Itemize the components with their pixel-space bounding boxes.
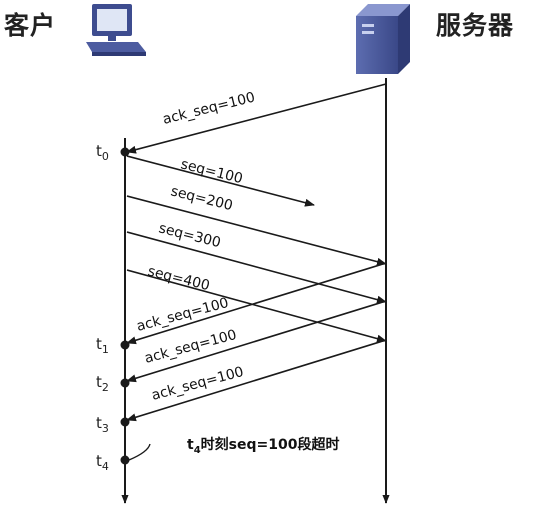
time-label: t2 [96, 373, 109, 394]
message-arrow [126, 195, 387, 266]
message-labels: ack_seq=100seq=100seq=200seq=300seq=400a… [135, 89, 257, 403]
server-icon [356, 4, 410, 74]
time-label: t3 [96, 414, 109, 435]
time-label: t0 [96, 142, 109, 163]
time-dot [120, 147, 130, 157]
time-dot [120, 378, 130, 388]
time-dot [120, 417, 130, 427]
message-arrow [126, 83, 387, 154]
time-dot [120, 340, 130, 350]
message-arrow [126, 300, 387, 383]
time-dot [120, 455, 130, 465]
message-arrow [126, 155, 315, 207]
time-label: t1 [96, 335, 109, 356]
time-marks: t0 t1 t2 t3 t4 [96, 142, 130, 473]
message-arrow [126, 262, 387, 345]
message-label: seq=300 [157, 220, 222, 251]
timeout-note-label: t4时刻seq=100段超时 [187, 436, 339, 456]
message-arrow [126, 339, 387, 422]
message-arrows [126, 83, 387, 422]
server-title: 服务器 [436, 11, 515, 40]
computer-icon [86, 4, 146, 56]
message-label: seq=400 [146, 263, 211, 294]
message-arrow [126, 231, 387, 304]
time-label: t4 [96, 452, 109, 473]
timeout-note: t4时刻seq=100段超时 [128, 436, 339, 461]
message-label: seq=100 [179, 156, 244, 187]
message-arrow [126, 269, 387, 343]
client-title: 客户 [4, 11, 57, 40]
